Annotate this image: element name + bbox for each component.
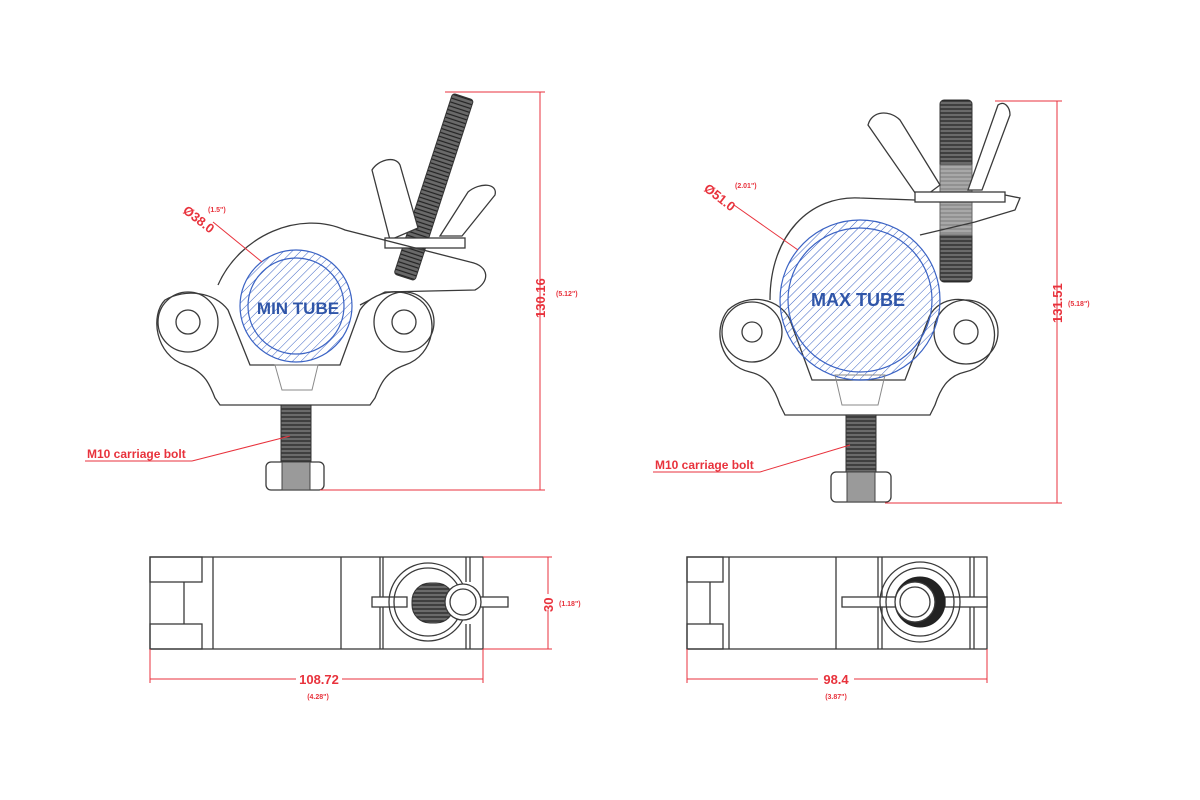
svg-text:108.72: 108.72 (299, 672, 339, 687)
svg-text:(1.5"): (1.5") (208, 207, 226, 214)
min-tube-clamp-front-view: MIN TUBE (156, 93, 496, 491)
tube-label: MAX TUBE (811, 290, 905, 310)
svg-text:(4.28"): (4.28") (307, 694, 329, 701)
tube-label: MIN TUBE (257, 299, 339, 318)
min-tube-top-dimensions: 108.72 (4.28") 30 (1.18") (149, 556, 581, 701)
max-tube-clamp-top-view (686, 556, 988, 650)
clamp-body (156, 291, 433, 406)
max-tube-top-dimensions: 98.4 (3.87") (686, 649, 988, 701)
svg-text:(1.18"): (1.18") (559, 601, 581, 608)
clamp-upper-jaw (769, 197, 916, 301)
clamp-upper-jaw (217, 222, 487, 306)
bolt-callout: M10 carriage bolt (655, 458, 754, 472)
top-bolt (394, 93, 474, 281)
svg-text:(2.01"): (2.01") (735, 183, 757, 190)
carriage-bolt (280, 404, 312, 468)
min-tube-clamp-top-view (149, 556, 509, 650)
carriage-bolt (845, 414, 877, 478)
bolt-callout: M10 carriage bolt (87, 447, 186, 461)
wing-nut (867, 112, 941, 201)
svg-text:(5.18"): (5.18") (1068, 301, 1090, 308)
svg-text:(5.12"): (5.12") (556, 291, 578, 298)
svg-text:30: 30 (541, 598, 556, 612)
svg-text:98.4: 98.4 (823, 672, 849, 687)
wing-nut (371, 158, 419, 241)
max-tube-clamp-front-view: MAX TUBE (719, 99, 1021, 503)
svg-text:Ø51.0: Ø51.0 (701, 181, 738, 215)
svg-text:130.16: 130.16 (533, 278, 548, 318)
svg-text:131.51: 131.51 (1050, 283, 1065, 323)
svg-text:(3.87"): (3.87") (825, 694, 847, 701)
min-tube-dimensions: 130.16 (5.12") Ø38.0 (1.5") M10 carriage… (85, 91, 578, 491)
